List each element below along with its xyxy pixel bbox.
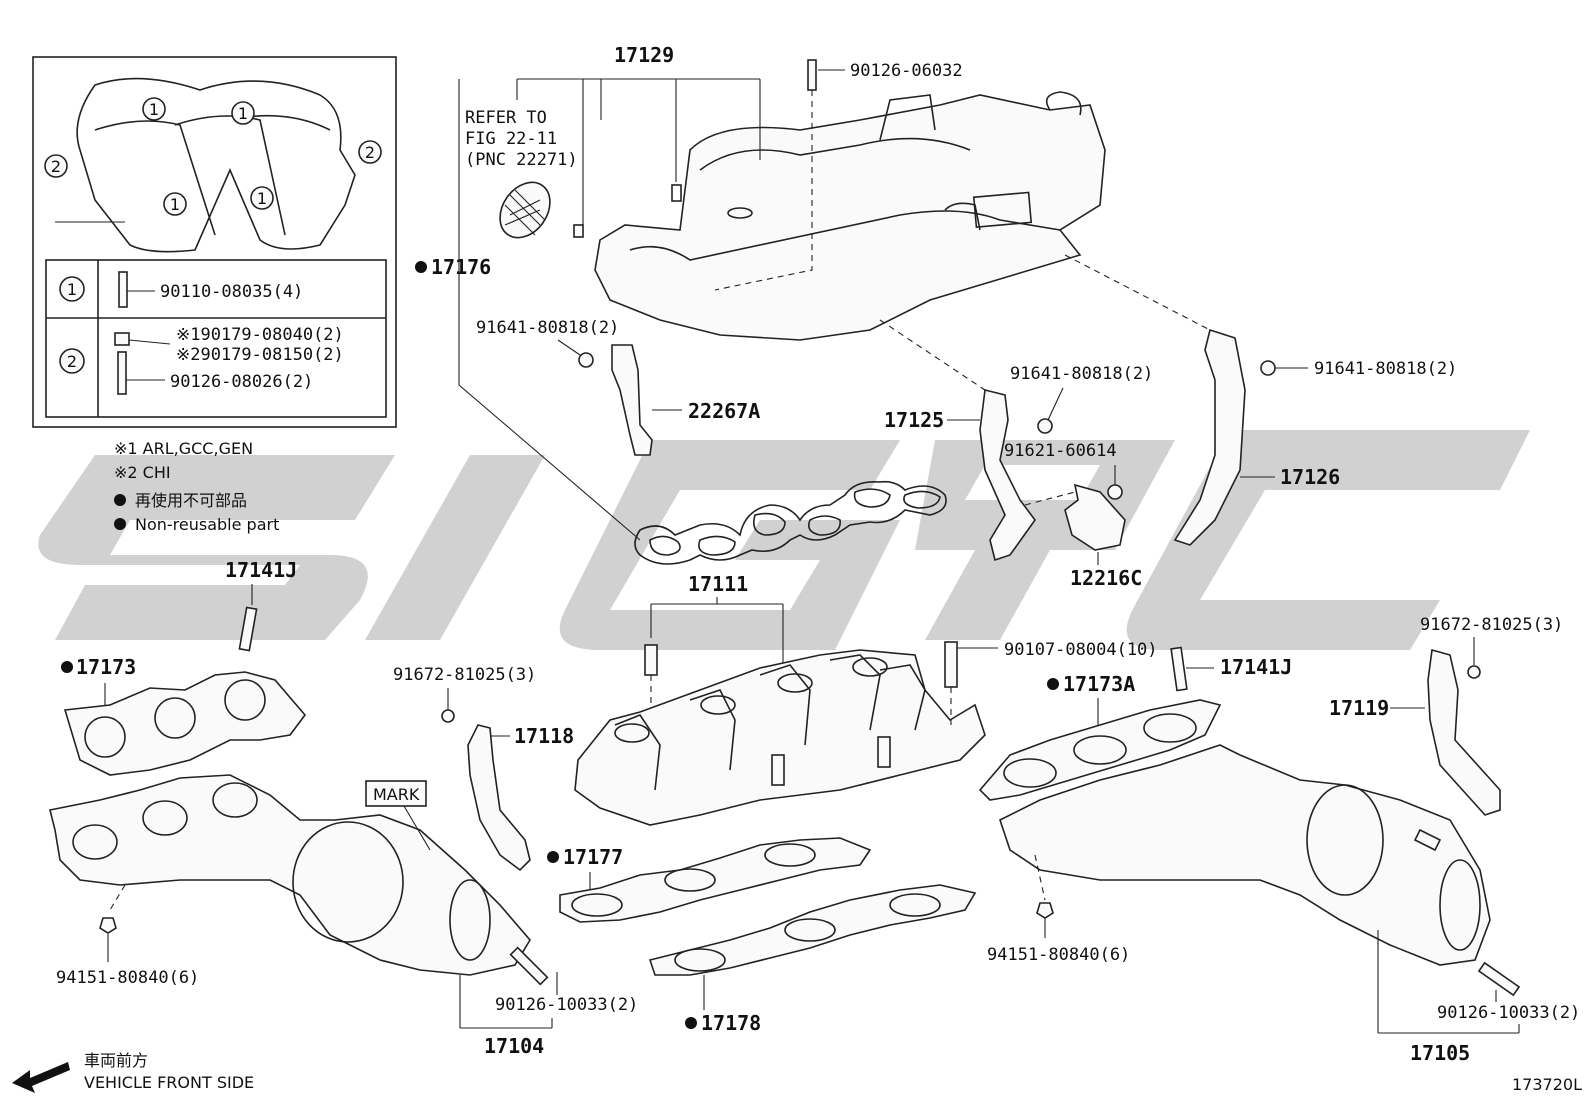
svg-text:Non-reusable part: Non-reusable part — [135, 515, 279, 534]
svg-text:17176: 17176 — [431, 255, 491, 279]
svg-text:94151-80840(6): 94151-80840(6) — [56, 968, 199, 988]
svg-text:90126-10033(2): 90126-10033(2) — [1437, 1003, 1580, 1023]
svg-text:90110-08035(4): 90110-08035(4) — [160, 282, 303, 302]
svg-text:※1 ARL,GCC,GEN: ※1 ARL,GCC,GEN — [114, 439, 253, 458]
inset-row-1: 1 90110-08035(4) — [59, 271, 303, 308]
svg-text:17126: 17126 — [1280, 465, 1340, 489]
plate-12216C: 91621-60614 12216C — [1004, 441, 1142, 590]
svg-text:17177: 17177 — [563, 845, 623, 869]
svg-text:91641-80818(2): 91641-80818(2) — [476, 318, 619, 338]
svg-text:91672-81025(3): 91672-81025(3) — [1420, 615, 1563, 635]
svg-text:17141J: 17141J — [1220, 655, 1292, 679]
svg-text:91621-60614: 91621-60614 — [1004, 441, 1117, 461]
svg-text:1: 1 — [67, 280, 77, 299]
svg-text:VEHICLE FRONT SIDE: VEHICLE FRONT SIDE — [84, 1073, 254, 1092]
svg-text:1: 1 — [170, 195, 180, 214]
svg-text:17129: 17129 — [614, 43, 674, 67]
stud-17141J-left: 17141J — [225, 558, 297, 652]
svg-text:94151-80840(6): 94151-80840(6) — [987, 945, 1130, 965]
svg-text:91672-81025(3): 91672-81025(3) — [393, 665, 536, 685]
refer-note: REFER TO FIG 22-11 (PNC 22271) — [465, 108, 578, 239]
svg-text:17178: 17178 — [701, 1011, 761, 1035]
svg-text:17105: 17105 — [1410, 1041, 1470, 1065]
inset-row-2: 2 ※190179-08040(2) ※290179-08150(2) 9012… — [59, 325, 344, 395]
intake-manifold-17111: 17111 — [574, 572, 986, 826]
svg-text:※2 CHI: ※2 CHI — [114, 463, 171, 482]
svg-text:2: 2 — [51, 157, 61, 176]
svg-text:12216C: 12216C — [1070, 566, 1142, 590]
svg-text:1: 1 — [257, 189, 267, 208]
svg-text:2: 2 — [67, 352, 77, 371]
gasket-17176: 17176 — [415, 79, 947, 565]
front-arrow-icon — [12, 1062, 70, 1093]
stud-17141J-right: 17141J — [1170, 646, 1292, 692]
bracket-17118: 91672-81025(3) 17118 — [393, 665, 574, 872]
svg-text:17104: 17104 — [484, 1034, 544, 1058]
notes: ※1 ARL,GCC,GEN ※2 CHI 再使用不可部品 Non-reusab… — [114, 439, 279, 534]
non-reusable-dot-icon — [547, 851, 559, 863]
bracket-17126: 17126 91641-80818(2) — [1064, 254, 1457, 546]
exhaust-manifold-17104: 94151-80840(6) MARK 90126-10033(2) 17104 — [49, 774, 638, 1058]
bolt-icon — [118, 271, 128, 308]
exhaust-manifold-17105: 94151-80840(6) 90126-10033(2) 17105 — [987, 744, 1580, 1065]
non-reusable-dot-icon — [1047, 678, 1059, 690]
svg-text:※190179-08040(2): ※190179-08040(2) — [176, 325, 344, 345]
inset-callout-markers: 1 1 1 1 2 2 — [44, 97, 382, 216]
svg-text:90126-08026(2): 90126-08026(2) — [170, 372, 313, 392]
vehicle-front-direction: 車両前方 VEHICLE FRONT SIDE — [12, 1051, 254, 1093]
svg-text:2: 2 — [365, 143, 375, 162]
svg-text:17111: 17111 — [688, 572, 748, 596]
svg-text:1: 1 — [149, 100, 159, 119]
svg-text:17173A: 17173A — [1063, 672, 1135, 696]
svg-text:再使用不可部品: 再使用不可部品 — [135, 491, 247, 510]
nut-icon — [114, 332, 130, 346]
non-reusable-dot-icon — [61, 661, 73, 673]
svg-text:91641-80818(2): 91641-80818(2) — [1314, 359, 1457, 379]
svg-text:90126-06032: 90126-06032 — [850, 61, 963, 81]
svg-text:91641-80818(2): 91641-80818(2) — [1010, 364, 1153, 384]
leader-17129: 17129 90126-06032 — [516, 43, 963, 291]
bolt-90107: 90107-08004(10) — [944, 640, 1158, 725]
svg-text:90126-10033(2): 90126-10033(2) — [495, 995, 638, 1015]
gasket-17178: 17178 — [648, 884, 977, 1035]
mark-tag — [365, 780, 427, 807]
svg-text:MARK: MARK — [373, 785, 420, 804]
svg-text:17118: 17118 — [514, 724, 574, 748]
gasket-17173: 17173 — [61, 655, 307, 776]
svg-text:17141J: 17141J — [225, 558, 297, 582]
svg-text:17173: 17173 — [76, 655, 136, 679]
svg-text:17119: 17119 — [1329, 696, 1389, 720]
svg-text:17125: 17125 — [884, 408, 944, 432]
non-reusable-dot-icon — [415, 261, 427, 273]
svg-text:FIG 22-11: FIG 22-11 — [465, 129, 557, 149]
non-reusable-dot-icon — [685, 1017, 697, 1029]
svg-text:REFER TO: REFER TO — [465, 108, 547, 128]
bracket-17125: 91641-80818(2) 17125 — [879, 319, 1153, 562]
svg-text:車両前方: 車両前方 — [84, 1051, 148, 1070]
non-reusable-dot-icon — [114, 518, 126, 530]
gasket-17177: 17177 — [547, 837, 872, 923]
diagram-code: 173720L — [1512, 1075, 1582, 1094]
watermark-logo — [38, 430, 1530, 650]
bracket-22267A: 91641-80818(2) 22267A — [476, 318, 760, 456]
stud-icon — [117, 351, 127, 395]
non-reusable-dot-icon — [114, 494, 126, 506]
gasket-17173A: 17173A — [978, 672, 1222, 801]
svg-text:1: 1 — [238, 104, 248, 123]
intake-plenum-17129 — [573, 59, 1106, 341]
svg-text:(PNC 22271): (PNC 22271) — [465, 150, 578, 170]
svg-text:※290179-08150(2): ※290179-08150(2) — [176, 345, 344, 365]
bracket-17119: 91672-81025(3) 17119 — [1329, 615, 1563, 816]
svg-text:90107-08004(10): 90107-08004(10) — [1004, 640, 1158, 660]
svg-text:22267A: 22267A — [688, 399, 760, 423]
